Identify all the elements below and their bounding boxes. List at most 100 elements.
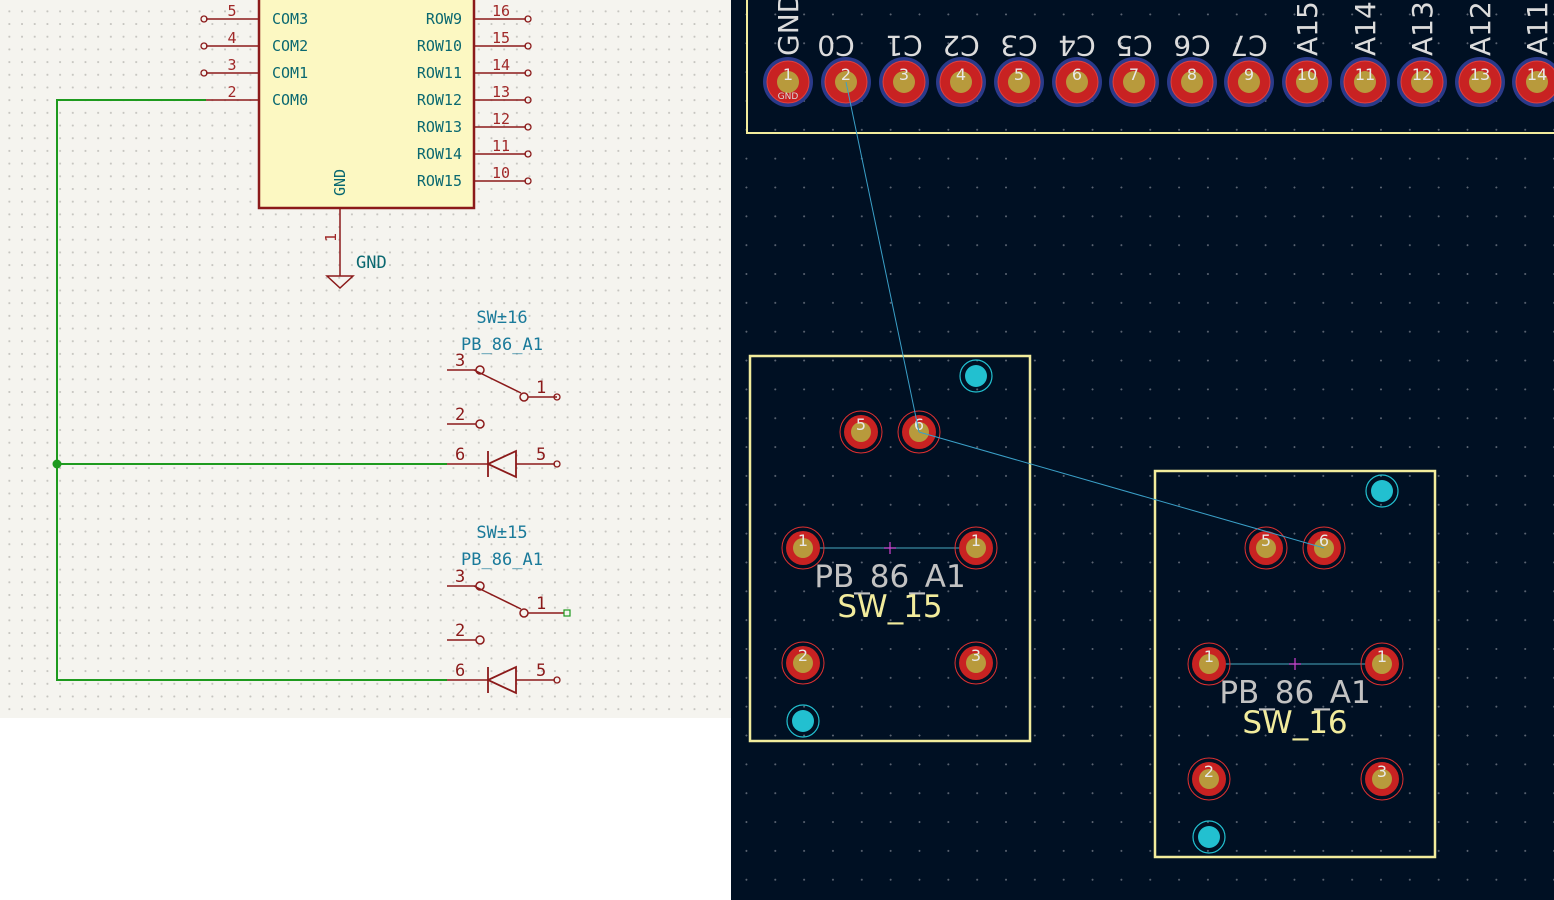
pad-net-name: GND [778, 92, 799, 102]
header-label: A13 [1406, 1, 1439, 56]
switch-pin-number: 1 [536, 594, 546, 614]
footprint-pad[interactable]: 5 [839, 410, 883, 454]
pad-number: 3 [971, 646, 981, 665]
footprint-pad[interactable]: 1 [781, 526, 825, 570]
footprint-pad[interactable]: 2 [1187, 757, 1231, 801]
header-pad[interactable]: 10 [1282, 57, 1332, 107]
footprint-sw15[interactable]: 5 6 1 1 2 3 PB_86_A1 SW_15 [748, 354, 1032, 743]
header-pad[interactable]: 8 [1167, 57, 1217, 107]
switch-pin-number: 2 [455, 405, 465, 425]
ic-pin-row10[interactable]: 15 ROW10 [417, 29, 532, 55]
ic-pin-com0[interactable]: 2 COM0 [206, 83, 308, 109]
header-pad[interactable]: 4 [936, 57, 986, 107]
footprint-pad[interactable]: 1 [1187, 642, 1231, 686]
ic-pin-name: COM1 [272, 64, 308, 82]
footprint-pad[interactable]: 3 [954, 641, 998, 685]
header-pad[interactable]: 9 [1224, 57, 1274, 107]
switch-sw16-symbol[interactable]: SW±16 PB_86_A1 3 1 2 6 5 [447, 308, 561, 479]
pad-number: 6 [914, 415, 924, 434]
ic-pin-name: ROW9 [426, 10, 462, 28]
ic-pin-row15[interactable]: 10 ROW15 [417, 164, 532, 190]
ic-pin-name: ROW12 [417, 91, 462, 109]
mounting-hole [1192, 820, 1226, 854]
pad-number: 7 [1129, 65, 1139, 84]
footprint-pad[interactable]: 5 [1244, 526, 1288, 570]
header-pad[interactable]: 5 [994, 57, 1044, 107]
header-label: C3 [1000, 29, 1037, 62]
footprint-reference: SW_16 [1242, 705, 1347, 741]
schematic-drawing: 5 COM3 4 COM2 3 COM1 2 COM0 [52, 0, 571, 695]
wire-junction [52, 459, 62, 469]
ic-pin-number: 1 [322, 233, 340, 242]
pad-number: 1 [783, 65, 793, 84]
pcb-editor-canvas[interactable]: GND C0 C1 C2 C3 C4 C5 C6 C7 A15 A14 A13 … [731, 0, 1554, 900]
pad-number: 2 [841, 65, 851, 84]
header-pad[interactable]: 13 [1455, 57, 1505, 107]
com0-net-wire[interactable] [52, 99, 448, 681]
ic-pin-name: ROW10 [417, 37, 462, 55]
ic-pin-number: 3 [227, 56, 236, 74]
switch-sw15-symbol[interactable]: SW±15 PB_86_A1 3 1 2 6 5 [447, 523, 571, 695]
header-label: C0 [817, 29, 854, 62]
ic-pin-gnd[interactable]: GND 1 [322, 169, 349, 262]
diode-pin-number: 6 [455, 661, 465, 681]
ic-pin-com2[interactable]: 4 COM2 [200, 29, 308, 55]
gnd-power-symbol[interactable]: GND [325, 253, 387, 290]
footprint-pad[interactable]: 1 [954, 526, 998, 570]
header-pad[interactable]: 14 [1512, 57, 1554, 107]
header-label: C4 [1058, 29, 1095, 62]
footprint-pad[interactable]: 2 [781, 641, 825, 685]
switch-value: PB_86_A1 [461, 550, 543, 570]
footprint-pad[interactable]: 3 [1360, 757, 1404, 801]
header-label: A15 [1291, 1, 1324, 56]
footprint-pad[interactable]: 1 [1360, 642, 1404, 686]
header-pad[interactable]: 6 [1052, 57, 1102, 107]
pad-number: 10 [1297, 65, 1317, 84]
footprint-courtyard [748, 354, 1032, 743]
gnd-power-label: GND [356, 253, 387, 273]
ic-pin-row14[interactable]: 11 ROW14 [417, 137, 532, 163]
ic-pin-row13[interactable]: 12 ROW13 [417, 110, 532, 136]
ic-pin-name: COM2 [272, 37, 308, 55]
ic-pin-name: COM3 [272, 10, 308, 28]
ic-pin-number: 10 [492, 164, 510, 182]
header-pad[interactable]: 12 [1397, 57, 1447, 107]
schematic-editor-canvas[interactable]: 5 COM3 4 COM2 3 COM1 2 COM0 [0, 0, 731, 718]
footprint-value: PB_86_A1 [1219, 675, 1370, 711]
pad-number: 8 [1187, 65, 1197, 84]
footprint-courtyard [1153, 469, 1437, 859]
ic-pin-name: ROW14 [417, 145, 462, 163]
pad-number: 1 [1204, 647, 1214, 666]
switch-reference: SW±15 [476, 523, 527, 543]
pad-number: 5 [1014, 65, 1024, 84]
ic-right-pins: 16 ROW9 15 ROW10 14 ROW11 13 ROW12 [417, 2, 532, 190]
ic-body[interactable] [257, 0, 476, 210]
footprint-reference: SW_15 [837, 589, 942, 625]
footprint-sw16[interactable]: 5 6 1 1 2 3 PB_86_A1 SW_16 [1153, 469, 1437, 859]
pad-number: 1 [798, 531, 808, 550]
header-label: GND [772, 0, 805, 56]
ic-pin-row11[interactable]: 14 ROW11 [417, 56, 532, 82]
ic-pin-name: ROW15 [417, 172, 462, 190]
header-label: A14 [1349, 1, 1382, 56]
header-pad[interactable]: 11 [1340, 57, 1390, 107]
ic-pin-row12[interactable]: 13 ROW12 [417, 83, 532, 109]
header-pad[interactable]: 3 [879, 57, 929, 107]
ic-pin-row9[interactable]: 16 ROW9 [426, 2, 532, 28]
pad-number: 6 [1319, 531, 1329, 550]
diode-pin-number: 5 [536, 445, 546, 465]
header-pad[interactable]: 7 [1109, 57, 1159, 107]
header-label: C5 [1115, 29, 1152, 62]
pad-number: 12 [1412, 65, 1432, 84]
pad-number: 11 [1355, 65, 1375, 84]
ic-pin-com1[interactable]: 3 COM1 [200, 56, 308, 82]
switch-pin-number: 2 [455, 621, 465, 641]
ic-pin-number: 12 [492, 110, 510, 128]
switch-value: PB_86_A1 [461, 335, 543, 355]
ic-pin-com3[interactable]: 5 COM3 [200, 2, 308, 28]
footprint-value: PB_86_A1 [814, 559, 965, 595]
ic-pin-number: 15 [492, 29, 510, 47]
header-pad[interactable]: 1 GND [763, 57, 813, 107]
pad-number: 5 [1261, 531, 1271, 550]
pad-number: 1 [971, 531, 981, 550]
